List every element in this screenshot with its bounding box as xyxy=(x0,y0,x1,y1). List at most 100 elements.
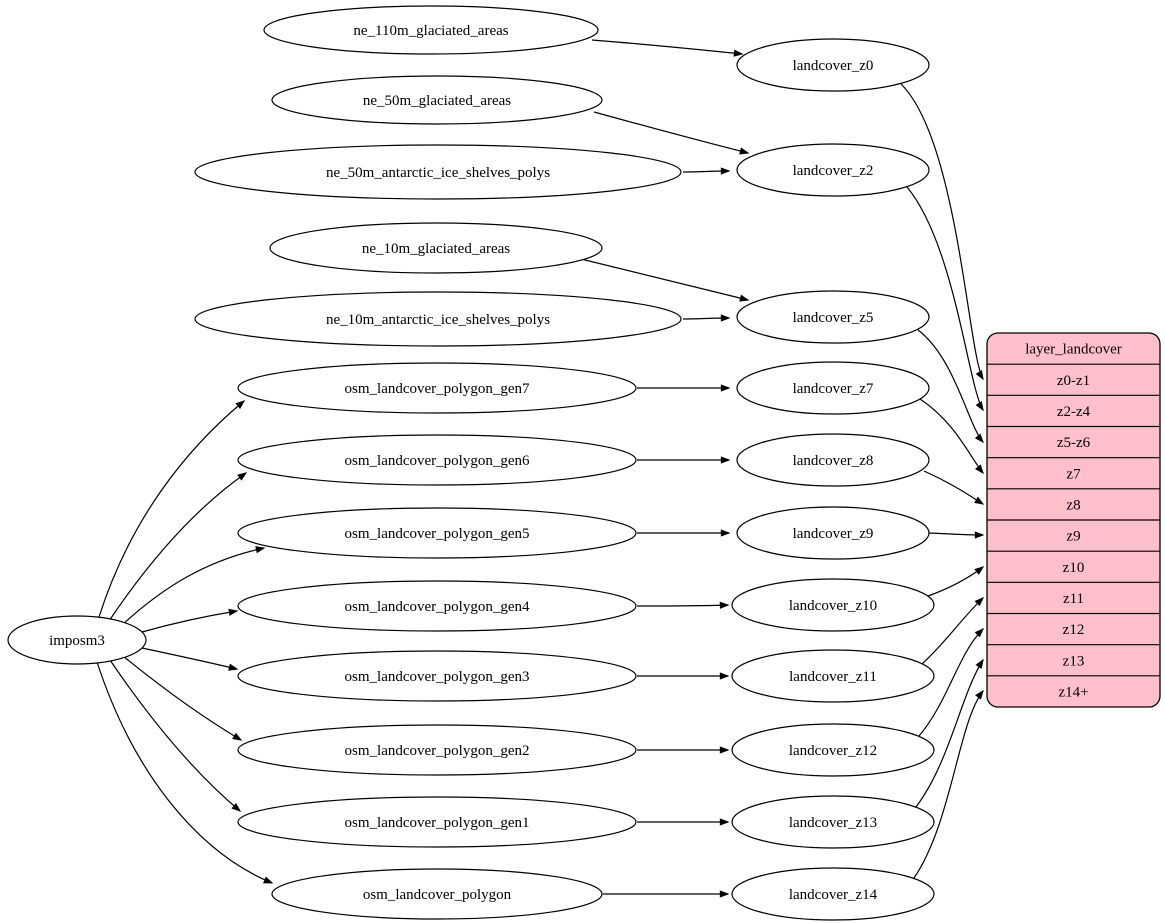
node-shape-osm_landcover_polygon xyxy=(271,868,603,920)
node-label-osm_landcover_polygon_gen4: osm_landcover_polygon_gen4 xyxy=(345,599,530,615)
record-row-z8: z8 xyxy=(1066,497,1080,513)
node-ne_50m_glaciated_areas: ne_50m_glaciated_areas xyxy=(271,75,603,125)
node-label-osm_landcover_polygon_gen7: osm_landcover_polygon_gen7 xyxy=(345,381,530,397)
node-label-landcover_z9: landcover_z9 xyxy=(793,526,874,542)
node-label-osm_landcover_polygon_gen6: osm_landcover_polygon_gen6 xyxy=(345,453,530,469)
edge-imposm3-to-osm_landcover_polygon_gen7 xyxy=(98,400,246,618)
node-osm_landcover_polygon_gen6: osm_landcover_polygon_gen6 xyxy=(237,434,637,486)
node-osm_landcover_polygon: osm_landcover_polygon xyxy=(271,868,603,920)
node-shape-osm_landcover_polygon_gen6 xyxy=(237,434,637,486)
node-label-ne_50m_glaciated_areas: ne_50m_glaciated_areas xyxy=(363,93,511,109)
node-osm_landcover_polygon_gen2: osm_landcover_polygon_gen2 xyxy=(237,724,637,776)
record-node-layer_landcover: layer_landcover z0-z1 z2-z4 z5-z6 z7 z8 z9 z10 z… xyxy=(986,332,1161,708)
node-shape-osm_landcover_polygon_gen1 xyxy=(237,796,637,848)
edge-imposm3-to-osm_landcover_polygon_gen4 xyxy=(141,608,239,633)
edge-landcover_z2-to-layer_landcover-port-z2-z4 xyxy=(906,186,984,412)
node-shape-ne_110m_glaciated_areas xyxy=(263,5,599,55)
edge-landcover_z7-to-layer_landcover-port-z7 xyxy=(919,398,984,475)
node-label-landcover_z14: landcover_z14 xyxy=(789,887,878,903)
node-osm_landcover_polygon_gen1: osm_landcover_polygon_gen1 xyxy=(237,796,637,848)
node-label-osm_landcover_polygon_gen1: osm_landcover_polygon_gen1 xyxy=(345,815,530,831)
node-shape-ne_50m_antarctic_ice_shelves_polys xyxy=(194,144,682,200)
node-label-landcover_z2: landcover_z2 xyxy=(793,163,874,179)
node-landcover_z14: landcover_z14 xyxy=(731,867,935,921)
node-label-osm_landcover_polygon: osm_landcover_polygon xyxy=(363,887,512,903)
edge-ne_50m_glaciated_areas-to-landcover_z2 xyxy=(593,111,750,155)
record-row-z7: z7 xyxy=(1066,466,1081,482)
node-imposm3: imposm3 xyxy=(7,615,147,665)
node-shape-landcover_z12 xyxy=(731,723,935,777)
node-landcover_z5: landcover_z5 xyxy=(736,290,930,344)
node-shape-landcover_z8 xyxy=(736,433,930,487)
node-label-landcover_z7: landcover_z7 xyxy=(793,381,874,397)
node-landcover_z0: landcover_z0 xyxy=(736,38,930,92)
edge-imposm3-to-osm_landcover_polygon_gen2 xyxy=(122,655,243,741)
node-shape-landcover_z13 xyxy=(731,795,935,849)
edge-ne_110m_glaciated_areas-to-landcover_z0 xyxy=(591,39,744,57)
node-label-landcover_z10: landcover_z10 xyxy=(789,598,877,614)
node-label-landcover_z5: landcover_z5 xyxy=(793,310,874,326)
node-osm_landcover_polygon_gen4: osm_landcover_polygon_gen4 xyxy=(237,580,637,632)
edge-imposm3-to-osm_landcover_polygon_gen6 xyxy=(108,472,248,622)
edge-imposm3-to-osm_landcover_polygon_gen5 xyxy=(120,546,266,627)
record-row-z2-z4: z2-z4 xyxy=(1057,404,1091,420)
node-osm_landcover_polygon_gen5: osm_landcover_polygon_gen5 xyxy=(237,507,637,559)
node-label-ne_110m_glaciated_areas: ne_110m_glaciated_areas xyxy=(353,23,508,39)
edge-ne_10m_antarctic_ice_shelves_polys-to-landcover_z5 xyxy=(682,314,731,322)
edge-landcover_z0-to-layer_landcover-port-z0-z1 xyxy=(900,83,984,381)
record-row-z10: z10 xyxy=(1063,560,1085,576)
node-label-landcover_z12: landcover_z12 xyxy=(789,743,877,759)
record-row-z12: z12 xyxy=(1063,622,1085,638)
node-label-landcover_z0: landcover_z0 xyxy=(793,58,874,74)
node-label-osm_landcover_polygon_gen3: osm_landcover_polygon_gen3 xyxy=(345,669,530,685)
node-landcover_z2: landcover_z2 xyxy=(736,143,930,197)
edge-landcover_z5-to-layer_landcover-port-z5-z6 xyxy=(917,329,984,444)
node-label-ne_10m_glaciated_areas: ne_10m_glaciated_areas xyxy=(362,241,510,257)
node-osm_landcover_polygon_gen3: osm_landcover_polygon_gen3 xyxy=(237,650,637,702)
node-shape-ne_10m_glaciated_areas xyxy=(269,222,603,274)
node-ne_10m_glaciated_areas: ne_10m_glaciated_areas xyxy=(269,222,603,274)
record-row-z14+: z14+ xyxy=(1058,684,1088,700)
node-label-landcover_z13: landcover_z13 xyxy=(789,815,877,831)
edge-landcover_z11-to-layer_landcover-port-z11 xyxy=(921,597,985,665)
node-shape-ne_50m_glaciated_areas xyxy=(271,75,603,125)
node-label-ne_10m_antarctic_ice_shelves_polys: ne_10m_antarctic_ice_shelves_polys xyxy=(326,312,550,328)
node-label-landcover_z8: landcover_z8 xyxy=(793,453,874,469)
record-row-z9: z9 xyxy=(1066,529,1080,545)
record-row-z13: z13 xyxy=(1063,653,1085,669)
edge-landcover_z8-to-layer_landcover-port-z8 xyxy=(923,470,985,505)
record-title: layer_landcover xyxy=(1025,342,1122,358)
node-shape-osm_landcover_polygon_gen7 xyxy=(237,362,637,414)
node-shape-landcover_z5 xyxy=(736,290,930,344)
node-shape-landcover_z2 xyxy=(736,143,930,197)
node-shape-landcover_z0 xyxy=(736,38,930,92)
edge-osm_landcover_polygon_gen4-to-landcover_z10 xyxy=(636,601,730,609)
node-label-imposm3: imposm3 xyxy=(49,633,105,649)
edge-landcover_z13-to-layer_landcover-port-z13 xyxy=(915,658,984,808)
node-shape-landcover_z7 xyxy=(736,361,930,415)
node-shape-landcover_z10 xyxy=(731,578,935,632)
record-row-z11: z11 xyxy=(1063,591,1084,607)
record-row-z5-z6: z5-z6 xyxy=(1057,435,1091,451)
node-ne_110m_glaciated_areas: ne_110m_glaciated_areas xyxy=(263,5,599,55)
node-landcover_z13: landcover_z13 xyxy=(731,795,935,849)
node-shape-landcover_z14 xyxy=(731,867,935,921)
node-shape-landcover_z11 xyxy=(731,649,935,703)
node-shape-osm_landcover_polygon_gen3 xyxy=(237,650,637,702)
edge-landcover_z12-to-layer_landcover-port-z12 xyxy=(918,627,985,737)
node-label-osm_landcover_polygon_gen2: osm_landcover_polygon_gen2 xyxy=(345,743,530,759)
node-osm_landcover_polygon_gen7: osm_landcover_polygon_gen7 xyxy=(237,362,637,414)
edge-landcover_z9-to-layer_landcover-port-z9 xyxy=(928,531,985,539)
node-landcover_z11: landcover_z11 xyxy=(731,649,935,703)
edge-ne_10m_glaciated_areas-to-landcover_z5 xyxy=(580,258,750,302)
node-shape-imposm3 xyxy=(7,615,147,665)
node-shape-landcover_z9 xyxy=(736,506,930,560)
record-row-z0-z1: z0-z1 xyxy=(1057,373,1090,389)
node-landcover_z10: landcover_z10 xyxy=(731,578,935,632)
edge-imposm3-to-osm_landcover_polygon_gen1 xyxy=(109,659,242,812)
edge-ne_50m_antarctic_ice_shelves_polys-to-landcover_z2 xyxy=(682,167,731,175)
node-label-landcover_z11: landcover_z11 xyxy=(789,669,877,685)
node-ne_50m_antarctic_ice_shelves_polys: ne_50m_antarctic_ice_shelves_polys xyxy=(194,144,682,200)
node-shape-osm_landcover_polygon_gen5 xyxy=(237,507,637,559)
